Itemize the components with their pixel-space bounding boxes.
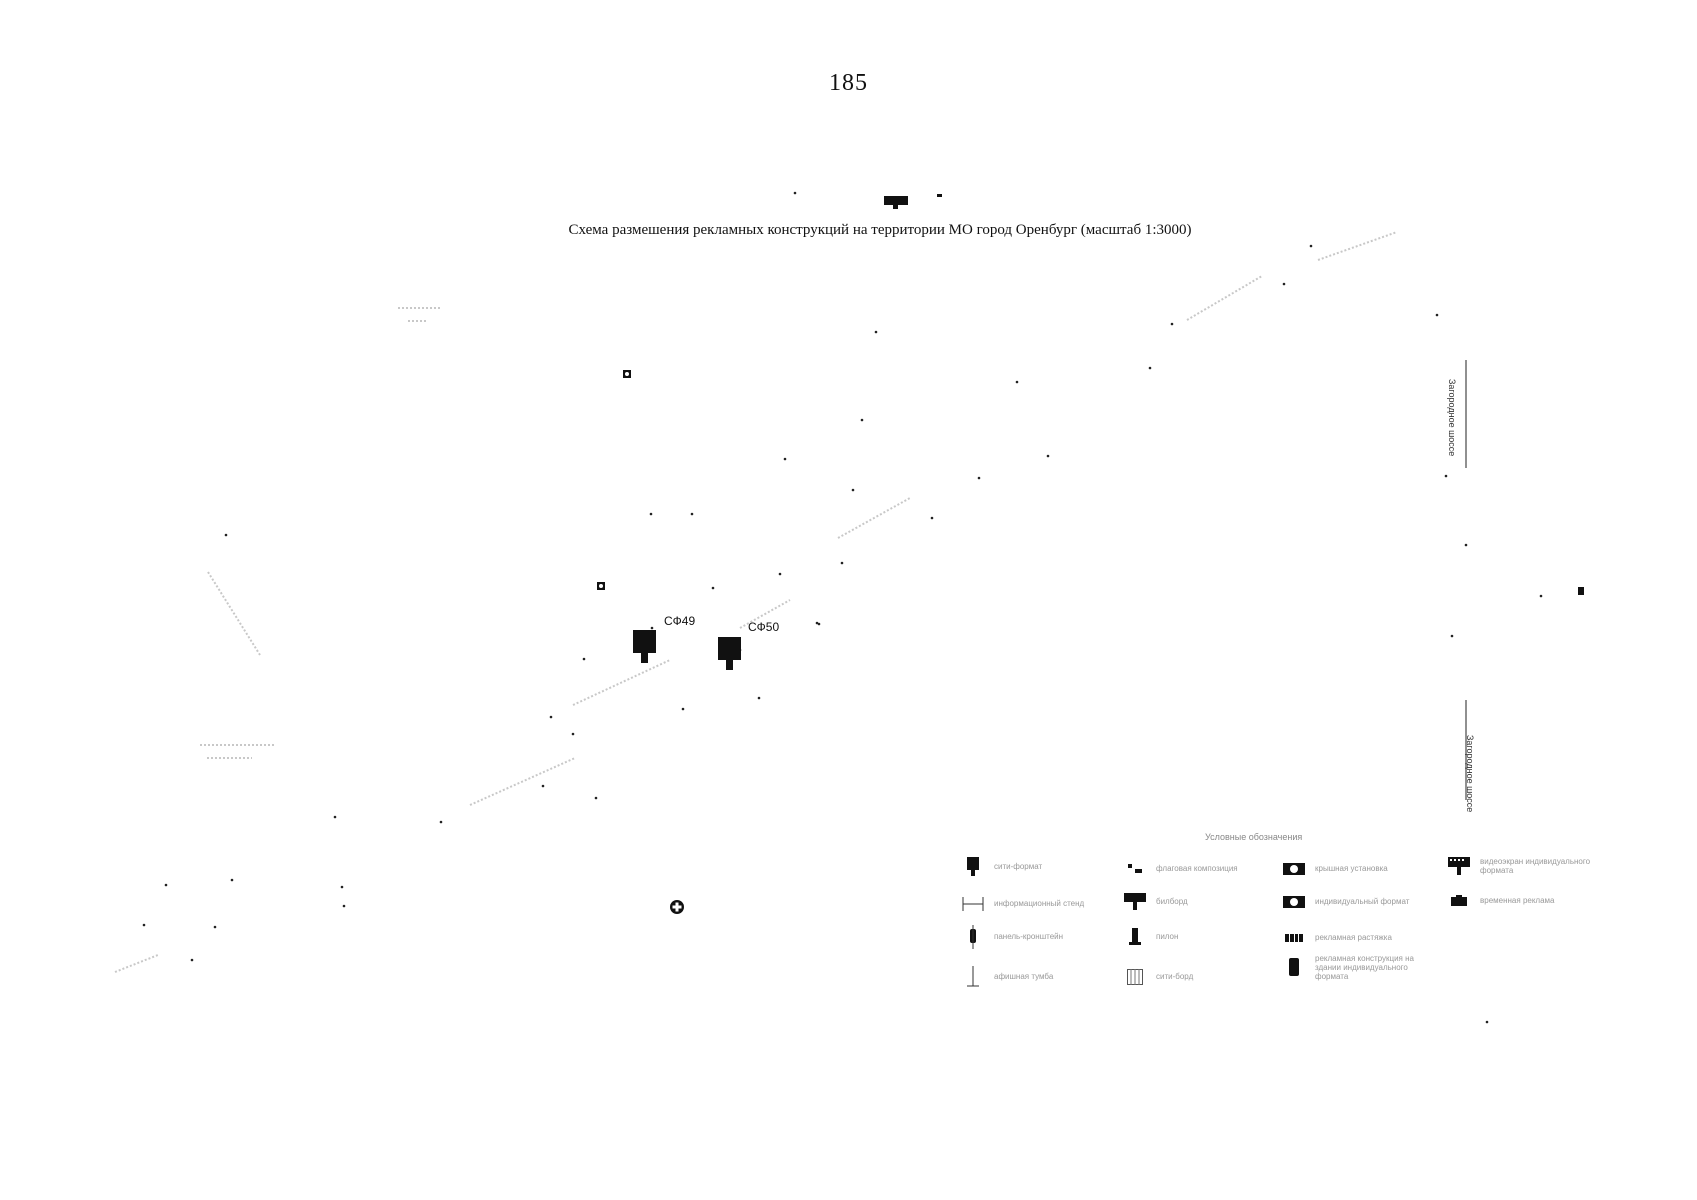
legend-item-grid-format: сити-борд xyxy=(1124,966,1193,988)
banner-stretch-icon xyxy=(1283,927,1305,949)
temporary-ad-icon xyxy=(1448,890,1470,912)
poi-marker-2 xyxy=(597,582,605,590)
legend-item-bracket-panel: панель-кронштейн xyxy=(962,925,1063,949)
legend-item-individual-format: индивидуальный формат xyxy=(1283,891,1409,913)
grid-format-icon xyxy=(1124,966,1146,988)
legend-item-billboard: билборд xyxy=(1124,891,1188,913)
page-number: 185 xyxy=(829,70,868,96)
legend-item-video-screen: видеоэкран индивидуального формата xyxy=(1448,856,1598,878)
billboard-icon xyxy=(1124,891,1146,913)
street-label-zagorodnoe-2: Загородное шоссе xyxy=(1465,735,1475,813)
legend-item-poster-stand: афишная тумба xyxy=(962,966,1053,988)
sign-marker-sf50 xyxy=(718,637,741,670)
road-dots xyxy=(142,191,1543,1024)
top-small-mark xyxy=(937,194,942,197)
sign-label-sf50: СФ50 xyxy=(748,620,780,634)
sign-marker-sf49 xyxy=(633,630,656,663)
roof-installation-icon xyxy=(1283,858,1305,880)
street-label-zagorodnoe-1: Загородное шоссе xyxy=(1447,379,1457,457)
legend-item-temporary: временная реклама xyxy=(1448,890,1555,912)
legend-item-info-stand: информационный стенд xyxy=(962,893,1084,915)
video-screen-icon xyxy=(1448,856,1470,878)
legend-title: Условные обозначения xyxy=(1205,832,1303,842)
legend-item-banner-stretch: рекламная растяжка xyxy=(1283,927,1392,949)
legend-item-roof: крышная установка xyxy=(1283,858,1388,880)
roof-installation-icon-2 xyxy=(1283,891,1305,913)
street-label-fragments xyxy=(114,231,1398,973)
hospital-icon xyxy=(670,900,684,914)
sign-label-sf49: СФ49 xyxy=(664,614,696,628)
map-title: Схема размешения рекламных конструкций н… xyxy=(568,222,1192,238)
poster-stand-icon xyxy=(962,966,984,988)
pylon-icon xyxy=(1124,926,1146,948)
legend-item-building-ad: рекламная конструкция на здании индивиду… xyxy=(1283,954,1433,981)
legend-item-city-format: сити-формат xyxy=(962,856,1042,878)
map-pois xyxy=(597,194,1584,914)
square-sign-icon xyxy=(962,856,984,878)
right-small-mark xyxy=(1578,587,1584,595)
building-ad-icon xyxy=(1283,957,1305,979)
poi-marker-1 xyxy=(623,370,631,378)
info-stand-icon xyxy=(962,893,984,915)
legend-item-pylon: пилон xyxy=(1124,926,1178,948)
flag-icon xyxy=(1124,858,1146,880)
bracket-panel-icon xyxy=(962,925,984,949)
top-marker xyxy=(884,196,908,209)
legend-item-flag: флаговая композиция xyxy=(1124,858,1238,880)
